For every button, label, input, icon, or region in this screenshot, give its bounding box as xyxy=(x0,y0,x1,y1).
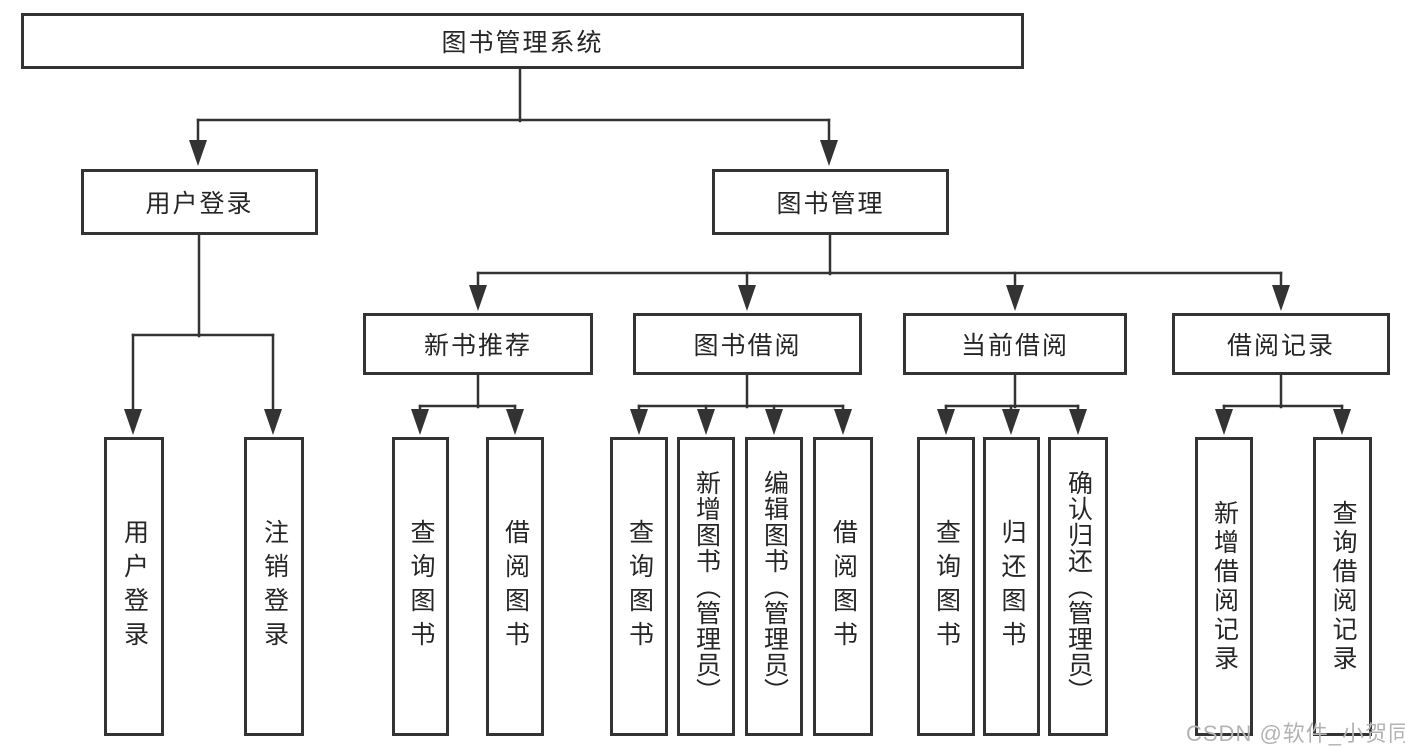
leaf-add-borrow-record-label: 新增借阅记录 xyxy=(1210,499,1239,674)
leaf-edit-book-admin-label: 编辑图书（管理员） xyxy=(760,469,789,704)
leaf-query-book-borrow-label: 查询图书 xyxy=(625,518,654,655)
leaf-logout-label: 注销登录 xyxy=(260,518,289,655)
leaf-confirm-return-admin: 确认归还（管理员） xyxy=(1048,437,1108,736)
leaf-edit-book-admin: 编辑图书（管理员） xyxy=(745,437,803,736)
node-new-book-recommend: 新书推荐 xyxy=(363,313,593,375)
leaf-borrow-book-label: 借阅图书 xyxy=(829,518,858,655)
leaf-confirm-return-admin-label: 确认归还（管理员） xyxy=(1064,469,1093,704)
leaf-borrow-book-recommend-label: 借阅图书 xyxy=(501,518,530,655)
node-library-management-system: 图书管理系统 xyxy=(21,13,1024,69)
leaf-query-book-current: 查询图书 xyxy=(917,437,975,736)
leaf-user-login-label: 用户登录 xyxy=(120,518,149,655)
leaf-query-book-current-label: 查询图书 xyxy=(932,518,961,655)
leaf-add-book-admin: 新增图书（管理员） xyxy=(677,437,735,736)
leaf-query-book-borrow: 查询图书 xyxy=(610,437,668,736)
node-book-borrow: 图书借阅 xyxy=(633,313,862,375)
leaf-borrow-book-recommend: 借阅图书 xyxy=(486,437,544,736)
node-borrow-records: 借阅记录 xyxy=(1172,313,1390,375)
leaf-borrow-book: 借阅图书 xyxy=(813,437,873,736)
leaf-query-borrow-record: 查询借阅记录 xyxy=(1313,437,1372,736)
leaf-add-borrow-record: 新增借阅记录 xyxy=(1195,437,1253,736)
leaf-user-login: 用户登录 xyxy=(104,437,164,736)
node-book-management: 图书管理 xyxy=(712,169,949,235)
csdn-watermark: CSDN @软件_小贺同学 xyxy=(1186,721,1405,746)
leaf-query-book-recommend: 查询图书 xyxy=(392,437,449,736)
node-current-borrow: 当前借阅 xyxy=(903,313,1127,375)
leaf-return-book-label: 归还图书 xyxy=(998,518,1026,655)
leaf-return-book: 归还图书 xyxy=(983,437,1040,736)
node-user-login: 用户登录 xyxy=(81,169,318,235)
leaf-query-borrow-record-label: 查询借阅记录 xyxy=(1329,499,1357,674)
leaf-query-book-recommend-label: 查询图书 xyxy=(407,518,435,655)
leaf-add-book-admin-label: 新增图书（管理员） xyxy=(692,469,721,704)
leaf-logout: 注销登录 xyxy=(244,437,304,736)
